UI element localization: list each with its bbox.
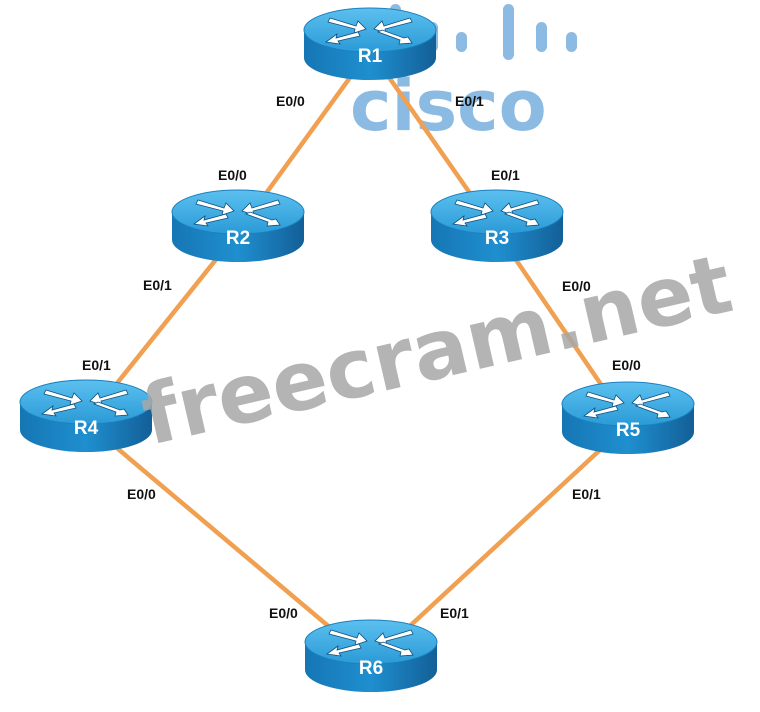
router-r2[interactable]: R2 — [171, 189, 305, 262]
port-label-r1-e0-0: E0/0 — [276, 93, 305, 109]
router-label: R5 — [616, 420, 641, 441]
port-label-r3-e0-0: E0/0 — [562, 278, 591, 294]
port-label-r2-e0-0: E0/0 — [218, 167, 247, 183]
router-arrows-icon — [582, 391, 671, 419]
port-label-r4-e0-0: E0/0 — [127, 486, 156, 502]
port-label-r3-e0-1: E0/1 — [491, 167, 520, 183]
router-arrows-icon — [325, 629, 414, 657]
link-r4-r6 — [84, 420, 373, 664]
router-label: R4 — [74, 418, 99, 439]
router-r4[interactable]: R4 — [19, 379, 153, 452]
router-r3[interactable]: R3 — [430, 189, 564, 262]
port-label-r1-e0-1: E0/1 — [455, 93, 484, 109]
port-label-r6-e0-0: E0/0 — [269, 605, 298, 621]
router-arrows-icon — [451, 199, 540, 227]
port-label-r2-e0-1: E0/1 — [143, 277, 172, 293]
router-label: R1 — [358, 46, 383, 67]
router-arrows-icon — [192, 199, 281, 227]
router-arrows-icon — [324, 17, 413, 45]
router-label: R6 — [359, 658, 383, 679]
router-r6[interactable]: R6 — [304, 619, 438, 692]
router-r1[interactable]: R1 — [303, 7, 437, 80]
port-label-r6-e0-1: E0/1 — [440, 605, 469, 621]
port-label-r4-e0-1: E0/1 — [82, 357, 111, 373]
router-label: R2 — [226, 228, 250, 249]
port-label-r5-e0-1: E0/1 — [572, 486, 601, 502]
router-r5[interactable]: R5 — [561, 381, 695, 454]
router-arrows-icon — [40, 389, 129, 417]
port-label-r5-e0-0: E0/0 — [612, 357, 641, 373]
link-r5-r6 — [369, 422, 630, 664]
router-label: R3 — [485, 228, 509, 249]
port-labels-layer: E0/0E0/0E0/1E0/1E0/1E0/1E0/0E0/0E0/0E0/0… — [82, 93, 641, 621]
